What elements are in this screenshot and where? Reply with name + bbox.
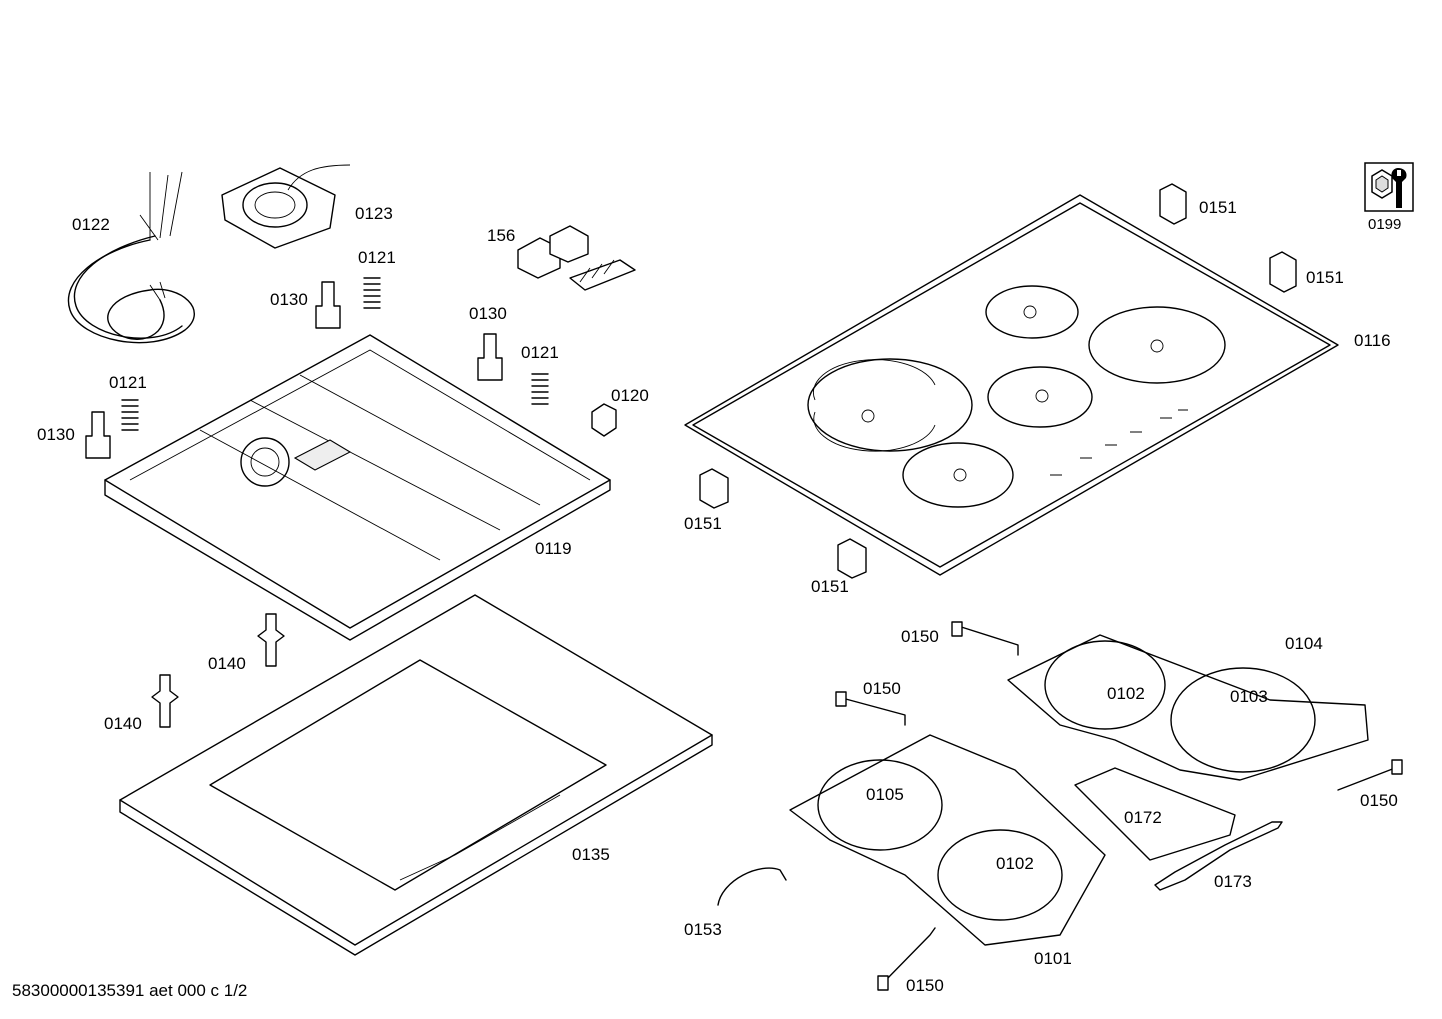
label-0120: 0120 [611,386,649,405]
part-0123-fan [221,164,351,249]
part-0150-cables [835,621,1403,991]
part-0121-springs [121,277,549,431]
label-0121: 0121 [521,343,559,362]
part-0122-cable-harness [67,171,195,344]
label-0151: 0151 [1306,268,1344,287]
part-0119-housing [104,334,611,641]
label-0103: 0103 [1230,687,1268,706]
part-0153-wire [717,867,787,906]
label-0153: 0153 [684,920,722,939]
service-icon-label: 0199 [1368,216,1402,233]
label-0122: 0122 [72,215,110,234]
part-0172-shield [1074,767,1236,861]
label-0130: 0130 [270,290,308,309]
part-0101-coil-carrier [789,734,1106,946]
label-0119: 0119 [535,539,572,558]
label-0121: 0121 [109,373,147,392]
label-156: 156 [487,226,516,245]
part-0135-frame [119,594,713,956]
label-0150: 0150 [1360,791,1398,810]
document-id: 58300000135391 aet 000 c 1/2 [12,981,248,1000]
label-0123: 0123 [355,204,393,223]
part-0130-feet [85,281,503,459]
label-0104: 0104 [1285,634,1323,653]
label-0150: 0150 [906,976,944,995]
wrench-icon [1364,162,1414,212]
label-0151: 0151 [811,577,849,596]
part-0140-brackets [151,613,285,728]
label-0105: 0105 [866,785,904,804]
part-0116-cooktop [684,194,1339,576]
label-0150: 0150 [863,679,901,698]
part-0120-clip [591,403,617,437]
label-0101: 0101 [1034,949,1072,968]
label-0116: 0116 [1354,331,1391,350]
part-0151-clips [699,183,1297,579]
label-0102: 0102 [996,854,1034,873]
label-0130: 0130 [37,425,75,444]
label-0102: 0102 [1107,684,1145,703]
label-0173: 0173 [1214,872,1252,891]
label-0151: 0151 [684,514,722,533]
part-0173-strip [1154,821,1283,891]
label-0150: 0150 [901,627,939,646]
label-0140: 0140 [104,714,142,733]
part-156-connectors [517,225,636,291]
label-0130: 0130 [469,304,507,323]
part-0104-coil-carrier [1007,634,1369,781]
label-0135: 0135 [572,845,610,864]
label-0172: 0172 [1124,808,1162,827]
label-0151: 0151 [1199,198,1237,217]
label-0140: 0140 [208,654,246,673]
label-0121: 0121 [358,248,396,267]
